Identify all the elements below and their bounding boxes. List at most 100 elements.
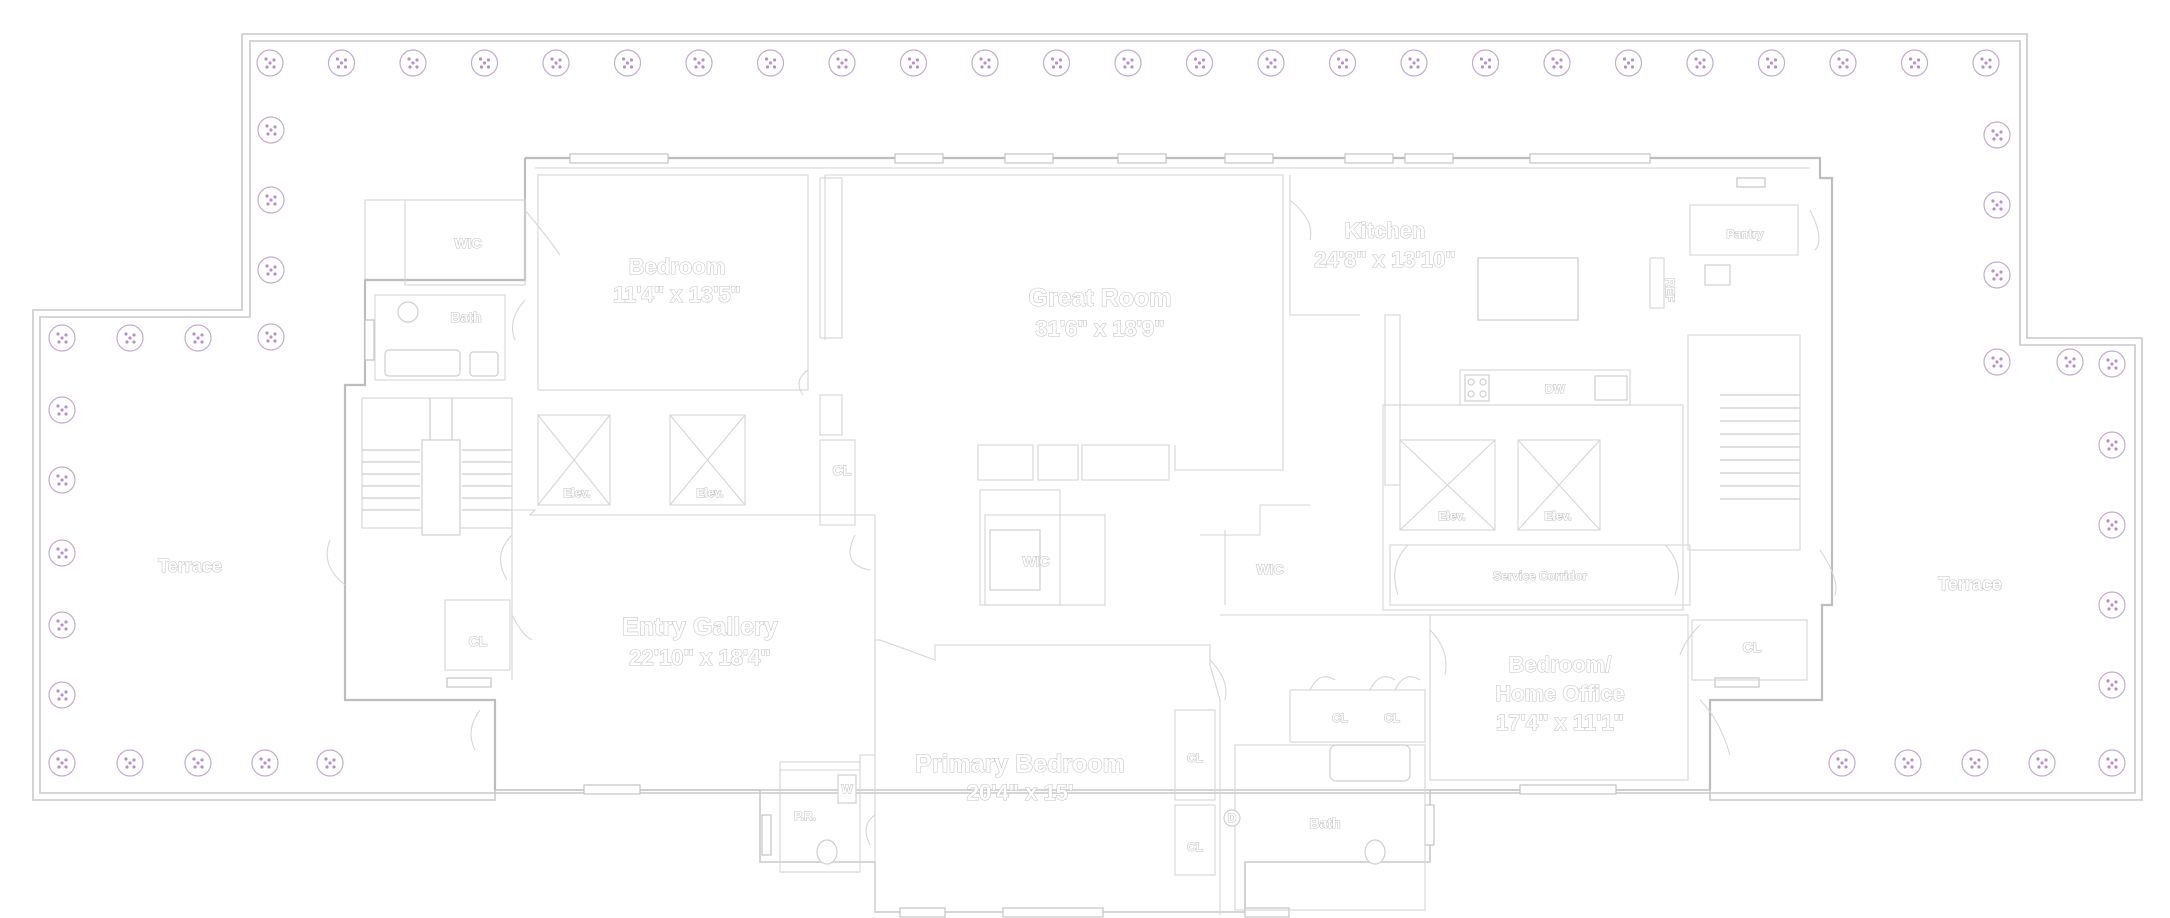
planter-icon — [685, 49, 713, 77]
planter-icon — [1257, 49, 1285, 77]
great-room-name: Great Room — [1028, 284, 1171, 312]
planter-icon — [542, 49, 570, 77]
wic-bedroom-label: WIC — [454, 235, 481, 251]
planter-icon — [613, 49, 642, 77]
planter-icon — [1983, 261, 2011, 289]
planter-icon — [257, 323, 285, 351]
planter-icon — [48, 681, 76, 709]
planter-icon — [1614, 49, 1643, 77]
service-corridor-label: Service Corridor — [1493, 569, 1587, 583]
ref-label: REF — [1663, 278, 1677, 302]
cl-primary-label-2: CL — [1187, 840, 1203, 854]
elev-label-4: Elev. — [1544, 509, 1571, 523]
planter-icon — [2056, 348, 2084, 376]
cl-bath-label-1: CL — [1332, 711, 1348, 725]
planter-icon — [1983, 121, 2011, 149]
great-room-size: 31'6" x 18'9" — [1035, 316, 1164, 341]
planter-icon — [899, 49, 928, 77]
planter-icon — [48, 466, 76, 494]
planter-icon — [2098, 671, 2126, 699]
planter-icon — [1471, 49, 1500, 77]
planter-icon — [1042, 49, 1071, 77]
planter-icon — [257, 116, 285, 144]
bedroom-name: Bedroom — [629, 254, 726, 279]
bedroom-office-name-line2: Home Office — [1495, 681, 1625, 706]
planter-icon — [1185, 49, 1214, 77]
terrace-right-label: Terrace — [1938, 574, 2002, 594]
planter-icon — [48, 539, 76, 567]
pantry-label: Pantry — [1726, 227, 1764, 241]
planter-icon — [251, 749, 279, 777]
dryer-label: D — [1228, 811, 1237, 825]
interior-walls — [361, 174, 1808, 915]
planter-icon — [1894, 749, 1922, 777]
planter-icon — [48, 611, 76, 639]
planter-icon — [1543, 49, 1571, 77]
planter-icon — [184, 749, 212, 777]
planter-icon — [1983, 348, 2011, 376]
planter-icon — [327, 49, 356, 77]
planter-icon — [48, 324, 76, 352]
bedroom-office-size: 17'4" x 11'1" — [1496, 710, 1624, 735]
planter-icon — [1114, 49, 1142, 77]
powder-room-label: P.R. — [794, 809, 816, 823]
planter-icon — [2098, 431, 2126, 459]
planter-icon — [828, 49, 856, 77]
planter-icon — [1828, 749, 1856, 777]
planter-icon — [2098, 350, 2126, 378]
primary-bedroom-name: Primary Bedroom — [915, 750, 1125, 778]
planter-icon — [1961, 749, 1989, 777]
planter-icon — [1983, 191, 2011, 219]
kitchen-name: Kitchen — [1345, 218, 1426, 243]
entry-gallery-size: 22'10" x 18'4" — [629, 645, 770, 670]
elev-label-3: Elev. — [1438, 509, 1465, 523]
planter-icon — [257, 186, 285, 214]
room-labels: Great Room 31'6" x 18'9" Kitchen 24'8" x… — [612, 217, 1625, 805]
windows — [364, 153, 1766, 918]
bedroom-office-name-line1: Bedroom/ — [1509, 652, 1612, 677]
cl-bath-label-2: CL — [1384, 711, 1400, 725]
wic-primary-label: WIC — [1256, 561, 1283, 577]
planter-icon — [256, 49, 284, 77]
planter-icon — [2098, 749, 2126, 777]
planter-icon — [2028, 749, 2056, 777]
planter-icon — [1686, 49, 1714, 77]
planter-icon — [48, 749, 76, 777]
planter-icon — [971, 49, 999, 77]
dw-label: DW — [1545, 382, 1566, 396]
fixtures — [384, 257, 1731, 865]
planter-icon — [1757, 49, 1786, 77]
cl-gallery-left-label: CL — [469, 633, 488, 649]
entry-gallery-name: Entry Gallery — [622, 613, 778, 641]
planter-icon — [756, 49, 785, 77]
planter-icon — [1328, 49, 1357, 77]
kitchen-size: 24'8" x 13'10" — [1314, 247, 1455, 272]
planter-icon — [116, 749, 144, 777]
planter-icon — [116, 324, 144, 352]
wic-great-label: WIC — [1022, 553, 1049, 569]
terrace-plants — [48, 49, 2126, 777]
planter-icon — [470, 49, 499, 77]
bedroom-size: 11'4" x 13'5" — [613, 282, 741, 307]
planter-icon — [399, 49, 427, 77]
terrace-outline — [32, 33, 2143, 801]
elev-label-2: Elev. — [696, 486, 723, 500]
cl-gallery-top-label: CL — [833, 462, 852, 478]
bath-primary-label: Bath — [1309, 815, 1340, 831]
planter-icon — [1972, 49, 2000, 77]
building-walls — [343, 156, 1834, 913]
terrace-left-label: Terrace — [158, 556, 222, 576]
planter-icon — [257, 256, 285, 284]
planter-icon — [2098, 511, 2126, 539]
cl-office-label: CL — [1743, 639, 1762, 655]
planter-icon — [1829, 49, 1857, 77]
elev-label-1: Elev. — [563, 486, 590, 500]
planter-icon — [316, 749, 344, 777]
primary-bedroom-size: 20'4" x 15' — [967, 780, 1074, 805]
door-swings — [326, 199, 1837, 846]
planter-icon — [184, 324, 212, 352]
stairs-right — [1720, 394, 1800, 500]
cl-primary-label-1: CL — [1187, 751, 1203, 765]
planter-icon — [1900, 49, 1929, 77]
